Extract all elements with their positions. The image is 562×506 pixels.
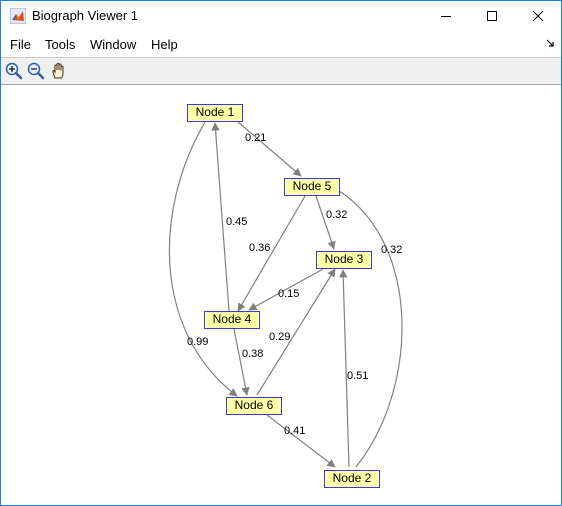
edge-n6-n2 — [266, 414, 336, 468]
graph-edges — [168, 121, 403, 468]
title-bar[interactable]: Biograph Viewer 1 — [1, 1, 561, 31]
menu-bar: File Tools Window Help — [1, 32, 561, 56]
edge-weight-n5-n4: 0.36 — [249, 242, 271, 254]
node-3[interactable]: Node 3 — [316, 251, 372, 269]
menu-file[interactable]: File — [10, 37, 31, 52]
menu-window[interactable]: Window — [90, 37, 137, 52]
edge-weight-n4-n1: 0.45 — [226, 216, 248, 228]
edge-weight-n1-n6: 0.99 — [187, 336, 209, 348]
minimize-button[interactable] — [423, 1, 469, 31]
matlab-icon — [10, 8, 26, 24]
edge-weight-n1-n5: 0.21 — [245, 132, 267, 144]
node-1[interactable]: Node 1 — [187, 104, 243, 122]
graph-canvas[interactable]: 0.21 0.32 0.36 0.45 0.15 0.38 0.29 0.99 … — [1, 85, 561, 505]
edge-n6-n3 — [256, 268, 336, 396]
hand-pan-icon[interactable] — [49, 61, 69, 81]
edge-weight-n4-n6: 0.38 — [242, 348, 264, 360]
edge-n4-n6 — [233, 328, 250, 396]
zoom-out-icon[interactable] — [26, 61, 46, 81]
maximize-icon — [487, 11, 497, 21]
edge-n3-n4 — [248, 268, 324, 311]
window-title: Biograph Viewer 1 — [32, 8, 138, 23]
minimize-icon — [441, 16, 451, 17]
edge-n5-n3 — [315, 195, 336, 250]
menu-tools[interactable]: Tools — [45, 37, 76, 52]
node-6[interactable]: Node 6 — [226, 397, 282, 415]
toolbar — [1, 57, 561, 85]
close-button[interactable] — [515, 1, 561, 31]
edge-weight-n5-n3: 0.32 — [326, 209, 348, 221]
edge-weight-n3-n4: 0.15 — [278, 288, 300, 300]
edge-n1-n6 — [168, 121, 238, 397]
menu-help[interactable]: Help — [151, 37, 178, 52]
maximize-button[interactable] — [469, 1, 515, 31]
edge-n2-n5 — [330, 185, 403, 468]
edge-weight-n2-n5: 0.32 — [381, 244, 403, 256]
close-icon — [532, 10, 544, 22]
edge-n1-n5 — [237, 121, 302, 177]
node-5[interactable]: Node 5 — [284, 178, 340, 196]
dock-arrow-icon[interactable] — [545, 38, 555, 48]
edge-n2-n3 — [339, 269, 350, 468]
edge-weight-n6-n3: 0.29 — [269, 331, 291, 343]
edge-n5-n4 — [237, 195, 306, 312]
node-4[interactable]: Node 4 — [204, 311, 260, 329]
edge-n4-n1 — [211, 122, 230, 312]
edge-weight-n6-n2: 0.41 — [284, 425, 306, 437]
node-2[interactable]: Node 2 — [324, 470, 380, 488]
edge-weight-n2-n3: 0.51 — [347, 370, 369, 382]
zoom-in-icon[interactable] — [4, 61, 24, 81]
